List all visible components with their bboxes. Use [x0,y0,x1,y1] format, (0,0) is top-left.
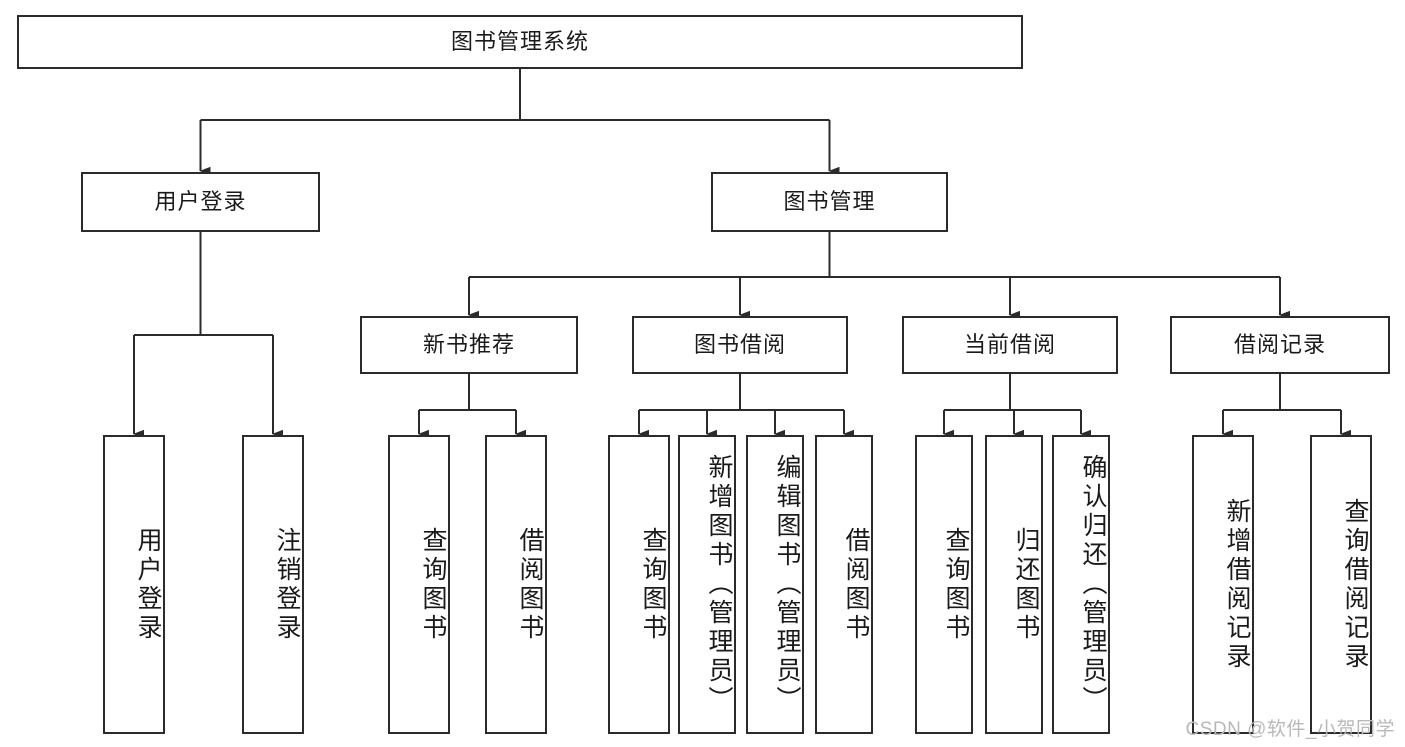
node-root[interactable]: 图书管理系统 [17,15,1023,69]
node-book-borrow[interactable]: 图书借阅 [632,316,848,374]
node-leaf-return-book[interactable]: 归还图书 [985,435,1043,734]
node-leaf-user-login[interactable]: 用户登录 [103,435,165,734]
node-borrow-record[interactable]: 借阅记录 [1170,316,1390,374]
node-leaf-user-logout[interactable]: 注销登录 [242,435,304,734]
node-label-leaf-query-book-2: 查询图书 [639,526,667,643]
node-new-book-rec[interactable]: 新书推荐 [360,316,578,374]
node-leaf-add-book[interactable]: 新增图书（管理员） [678,435,736,734]
node-leaf-query-record[interactable]: 查询借阅记录 [1310,435,1372,734]
node-label-new-book-rec: 新书推荐 [422,331,515,357]
node-label-leaf-edit-book: 编辑图书（管理员） [773,454,801,715]
node-label-book-borrow: 图书借阅 [693,331,786,357]
node-current-borrow[interactable]: 当前借阅 [902,316,1118,374]
node-label-leaf-borrow-book-2: 借阅图书 [842,526,870,643]
node-leaf-borrow-book-2[interactable]: 借阅图书 [815,435,873,734]
node-leaf-add-record[interactable]: 新增借阅记录 [1192,435,1254,734]
node-label-leaf-confirm-return: 确认归还（管理员） [1079,454,1107,715]
node-label-borrow-record: 借阅记录 [1233,331,1326,357]
watermark-text: CSDN @软件_小贺同学 [1185,719,1395,740]
node-label-leaf-add-record: 新增借阅记录 [1223,497,1251,672]
node-leaf-query-book-2[interactable]: 查询图书 [608,435,670,734]
node-label-root: 图书管理系统 [450,28,589,54]
node-label-user-login: 用户登录 [154,188,247,214]
edges [132,69,1351,439]
node-label-leaf-borrow-book-1: 借阅图书 [516,526,544,643]
node-leaf-query-book-3[interactable]: 查询图书 [915,435,973,734]
node-label-leaf-query-record: 查询借阅记录 [1341,497,1369,672]
node-user-login[interactable]: 用户登录 [81,172,320,232]
node-label-leaf-add-book: 新增图书（管理员） [705,454,733,715]
node-label-leaf-query-book-3: 查询图书 [942,526,970,643]
node-label-leaf-query-book-1: 查询图书 [419,526,447,643]
node-leaf-borrow-book-1[interactable]: 借阅图书 [485,435,547,734]
node-leaf-query-book-1[interactable]: 查询图书 [388,435,450,734]
node-label-leaf-user-logout: 注销登录 [273,526,301,643]
node-label-book-manage: 图书管理 [783,188,876,214]
node-leaf-edit-book[interactable]: 编辑图书（管理员） [746,435,804,734]
node-label-leaf-return-book: 归还图书 [1012,526,1040,643]
node-book-manage[interactable]: 图书管理 [711,172,948,232]
node-leaf-confirm-return[interactable]: 确认归还（管理员） [1052,435,1110,734]
node-label-current-borrow: 当前借阅 [963,331,1056,357]
node-label-leaf-user-login: 用户登录 [134,526,162,643]
